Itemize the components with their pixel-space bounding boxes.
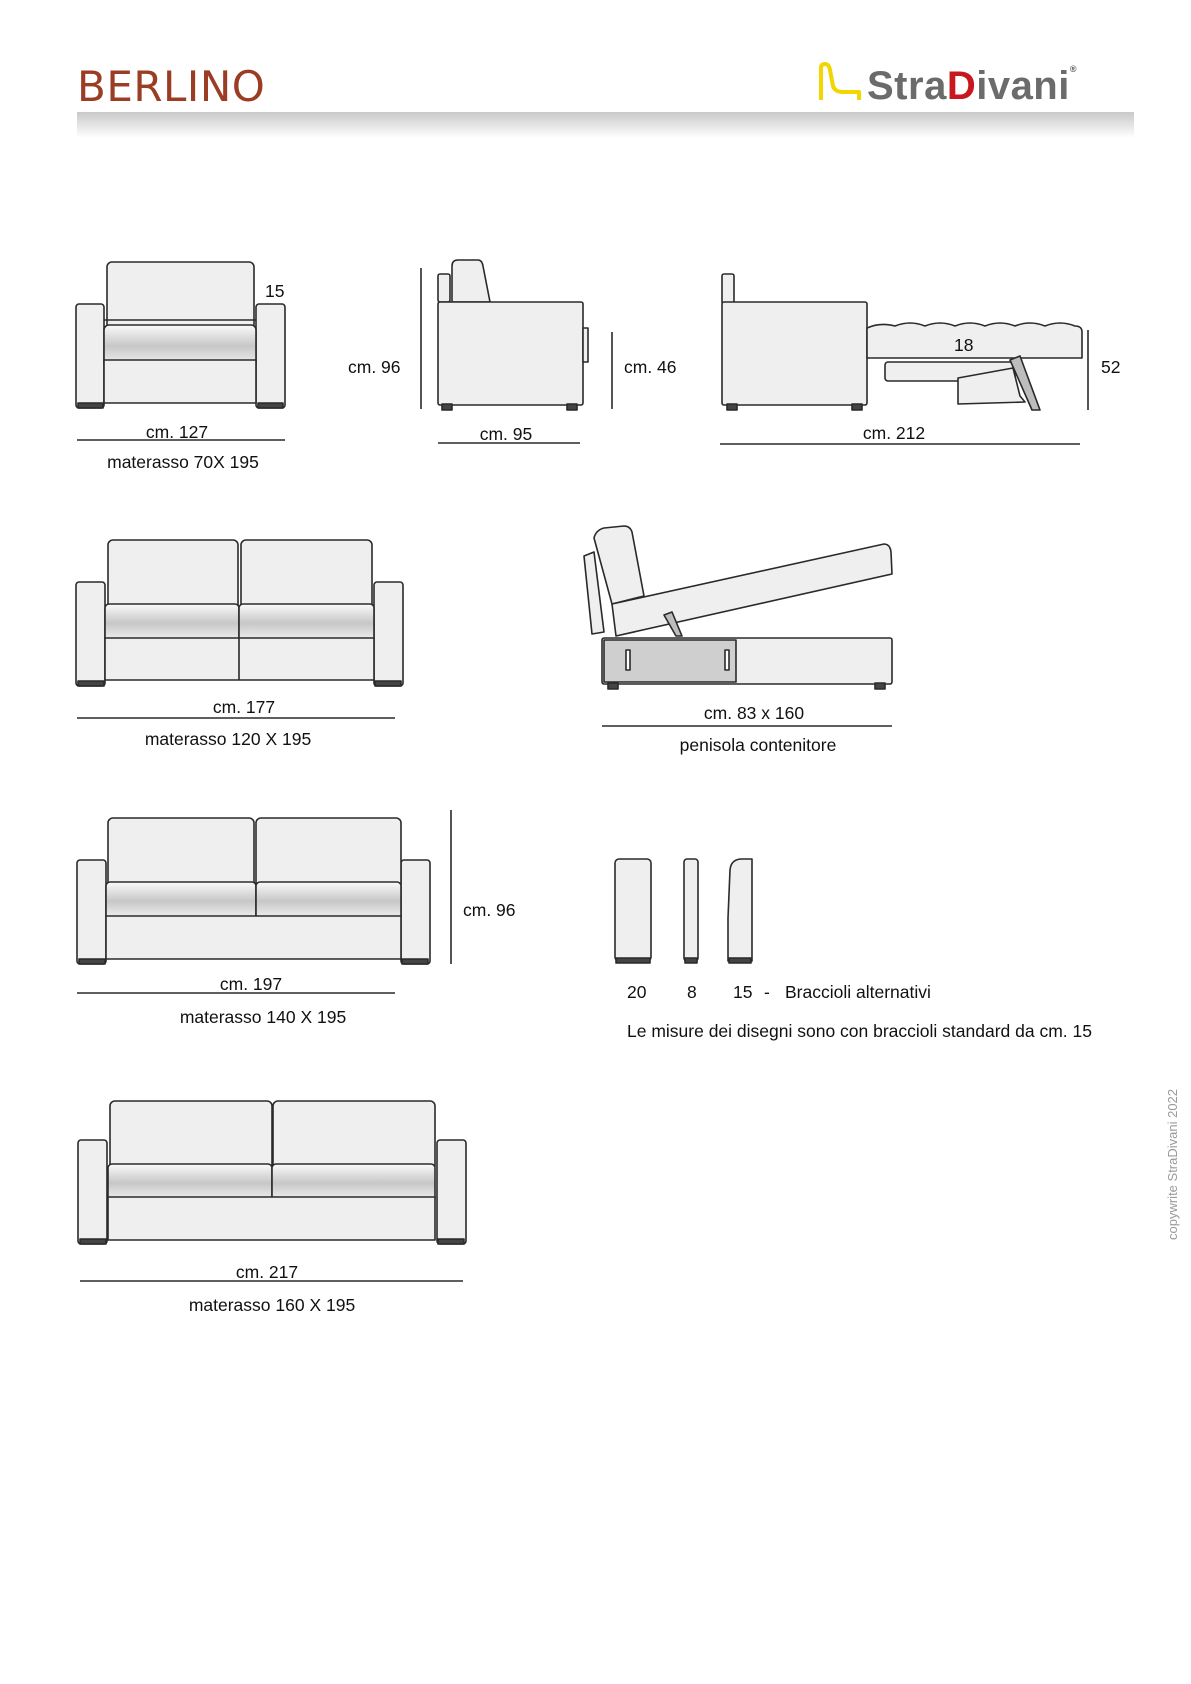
armchair-front-view (75, 261, 286, 441)
armrest-dash: - (764, 982, 770, 1002)
brand-logo: StraDivani® (815, 62, 1135, 112)
sofa-177-front-view (75, 539, 404, 719)
sofa-177-width: cm. 177 (212, 697, 276, 717)
side-seat-height: cm. 46 (624, 357, 677, 377)
sofa-217-front-view (77, 1100, 467, 1282)
bed-length: cm. 212 (862, 423, 926, 443)
armrests-note: Le misure dei disegni sono con braccioli… (627, 1021, 1092, 1041)
bed-height: 52 (1101, 357, 1121, 377)
copyright-note: copywrite StraDivani 2022 (1165, 1088, 1180, 1240)
sofa-logo-icon (819, 62, 861, 100)
side-height: cm. 96 (348, 357, 401, 377)
bed-open-view (720, 273, 1089, 445)
sofa-217-width: cm. 217 (235, 1262, 299, 1282)
armchair-mattress: materasso 70X 195 (107, 452, 259, 472)
alternative-armrests (614, 858, 753, 964)
chaise-storage-view (583, 525, 893, 727)
page-title: BERLINO (77, 62, 266, 111)
sofa-177-mattress: materasso 120 X 195 (144, 729, 312, 749)
sofa-197-width: cm. 197 (219, 974, 283, 994)
armchair-width: cm. 127 (145, 422, 209, 442)
header-bar (77, 112, 1134, 138)
side-depth: cm. 95 (479, 424, 533, 444)
side-view (420, 259, 613, 444)
sofa-197-height: cm. 96 (463, 900, 516, 920)
armchair-arm-dimension: 15 (265, 281, 285, 301)
armrests-label: Braccioli alternativi (785, 982, 931, 1002)
chaise-label: penisola contenitore (679, 735, 837, 755)
bed-mattress-thickness: 18 (954, 335, 974, 355)
sofa-217-mattress: materasso 160 X 195 (188, 1295, 356, 1315)
brand-wordmark: StraDivani® (867, 64, 1077, 108)
sofa-197-mattress: materasso 140 X 195 (179, 1007, 347, 1027)
armrest-20: 20 (627, 982, 647, 1002)
armrest-15: 15 (733, 982, 753, 1002)
sofa-197-front-view (76, 810, 452, 994)
armrest-8: 8 (687, 982, 697, 1002)
chaise-size: cm. 83 x 160 (703, 703, 805, 723)
